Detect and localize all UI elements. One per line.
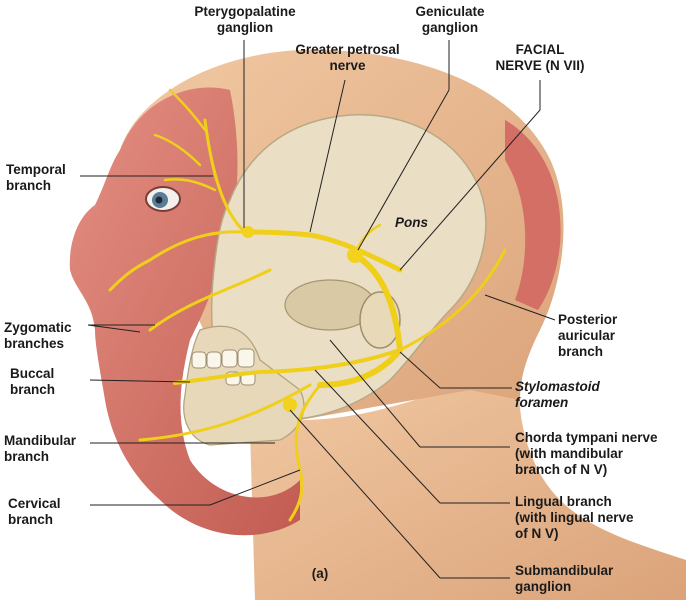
facial-nerve-branches xyxy=(108,88,507,522)
label-stylomastoid-foramen: Stylomastoid foramen xyxy=(515,379,600,410)
occipital-muscle xyxy=(505,120,561,310)
label-geniculate-ganglion: Geniculate ganglion xyxy=(415,4,485,35)
submandibular-ganglion-mark xyxy=(283,398,297,412)
leader-lines xyxy=(80,40,556,579)
label-pons: Pons xyxy=(395,215,429,230)
teeth xyxy=(191,348,256,386)
label-lingual-branch: Lingual branch (with lingual nerve of N … xyxy=(515,494,634,541)
neck-skin xyxy=(250,370,686,600)
label-mandibular-branch: Mandibular branch xyxy=(4,433,77,464)
label-buccal-branch: Buccal branch xyxy=(10,366,56,397)
geniculate-ganglion-mark xyxy=(347,247,363,263)
label-posterior-auricular-branch: Posterior auricular branch xyxy=(558,312,618,359)
label-zygomatic-branches: Zygomatic branches xyxy=(4,320,72,351)
label-panel-a: (a) xyxy=(311,566,329,581)
label-pterygopalatine-ganglion: Pterygopalatine ganglion xyxy=(194,4,296,35)
label-chorda-tympani-nerve: Chorda tympani nerve (with mandibular br… xyxy=(515,430,658,477)
facial-muscles xyxy=(69,87,300,536)
pterygopalatine-ganglion-mark xyxy=(242,226,254,238)
label-cervical-branch: Cervical branch xyxy=(8,496,61,527)
label-facial-nerve: FACIAL NERVE (N VII) xyxy=(495,42,585,73)
pupil xyxy=(155,196,163,204)
label-submandibular-ganglion: Submandibular ganglion xyxy=(515,563,614,594)
label-temporal-branch: Temporal branch xyxy=(6,162,66,193)
label-greater-petrosal-nerve: Greater petrosal nerve xyxy=(295,42,400,73)
